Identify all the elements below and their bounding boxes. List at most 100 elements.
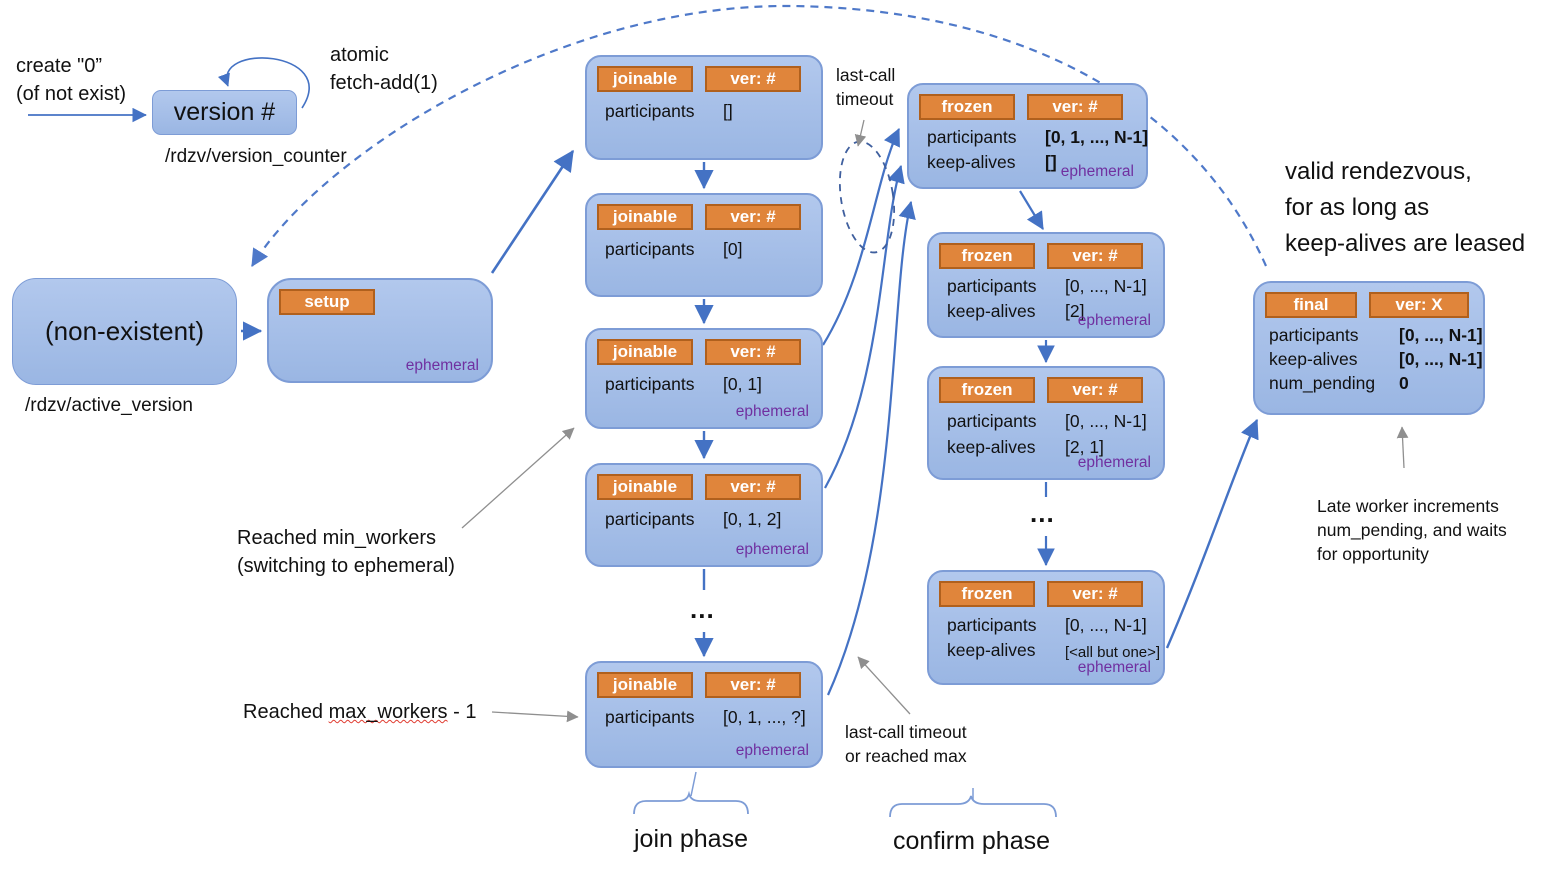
- valid-rendezvous-line2: for as long as: [1285, 194, 1430, 221]
- state-badge: frozen: [939, 581, 1035, 607]
- version-badge: ver: #: [1027, 94, 1123, 120]
- join-phase-label: join phase: [634, 825, 748, 853]
- row-value: []: [1045, 152, 1057, 172]
- row-value: [0, ..., N-1]: [1065, 615, 1147, 635]
- final-state-box: final ver: X participants [0, ..., N-1] …: [1253, 281, 1485, 415]
- atomic-line1: atomic: [330, 44, 389, 66]
- arrow-frozen1-to-frozen2: [1019, 190, 1044, 230]
- confirm-phase-brace: [889, 795, 1057, 818]
- row-key: keep-alives: [947, 437, 1036, 457]
- create-zero-line1: create "0”: [16, 55, 103, 77]
- joinable-box-3: joinable ver: # participants [0, 1] ephe…: [585, 328, 823, 429]
- badges-row: final ver: X: [1265, 292, 1473, 318]
- row-key: participants: [947, 276, 1037, 296]
- min-workers-line2: (switching to ephemeral): [237, 555, 455, 577]
- row-value: [0, ..., N-1]: [1399, 349, 1483, 369]
- min-workers-line1: Reached min_workers: [237, 527, 436, 549]
- version-badge: ver: X: [1369, 292, 1469, 318]
- state-badge: joinable: [597, 474, 693, 500]
- version-badge: ver: #: [705, 672, 801, 698]
- join-phase-brace: [633, 790, 749, 815]
- version-badge: ver: #: [705, 204, 801, 230]
- row-key: participants: [927, 127, 1017, 147]
- row-value: [0, 1, 2]: [723, 509, 782, 529]
- state-badge: joinable: [597, 204, 693, 230]
- last-call-timeout-ellipse: [838, 140, 896, 254]
- frozen-box-3: frozen ver: # participants [0, ..., N-1]…: [927, 366, 1165, 480]
- participants-row: participants [0, ..., N-1]: [939, 276, 1153, 297]
- keep-alives-row: keep-alives [0, ..., N-1]: [1265, 349, 1483, 370]
- badges-row: frozen ver: #: [939, 377, 1153, 403]
- joinable-box-1: joinable ver: # participants []: [585, 55, 823, 160]
- row-value: 0: [1399, 373, 1409, 393]
- max-workers-label: Reached max_workers - 1: [243, 698, 476, 726]
- min-workers-label: Reached min_workers (switching to epheme…: [237, 524, 455, 580]
- atomic-line2: fetch-add(1): [330, 72, 438, 94]
- row-value: [0, 1]: [723, 374, 762, 394]
- frozen-box-1: frozen ver: # participants [0, 1, ..., N…: [907, 83, 1148, 189]
- arrow-joinable4-to-frozen: [824, 164, 905, 489]
- ephemeral-label: ephemeral: [1077, 312, 1151, 329]
- last-call-timeout-bottom-label: last-call timeout or reached max: [845, 720, 967, 768]
- row-key: keep-alives: [1269, 349, 1358, 369]
- participants-row: participants [0, 1, 2]: [597, 509, 811, 530]
- valid-rendezvous-line1: valid rendezvous,: [1285, 158, 1472, 185]
- arrow-joinable3-to-frozen: [822, 128, 900, 346]
- arrow-late-worker-label: [1396, 426, 1409, 469]
- keep-alives-row: keep-alives []: [919, 152, 1136, 173]
- joinable-box-4: joinable ver: # participants [0, 1, 2] e…: [585, 463, 823, 567]
- create-zero-label: create "0” (of not exist): [16, 52, 126, 108]
- last-call-timeout-top-label: last-call timeout: [836, 63, 895, 111]
- badges-row: frozen ver: #: [939, 243, 1153, 269]
- badges-row: frozen ver: #: [939, 581, 1153, 607]
- late-worker-line1: Late worker increments: [1317, 496, 1499, 516]
- state-badge: frozen: [939, 377, 1035, 403]
- row-key: num_pending: [1269, 373, 1376, 393]
- row-key: participants: [605, 101, 695, 121]
- row-value: [0]: [723, 239, 743, 259]
- nonexistent-label: (non-existent): [45, 316, 204, 346]
- badges-row: joinable ver: #: [597, 204, 811, 230]
- frozen-box-4: frozen ver: # participants [0, ..., N-1]…: [927, 570, 1165, 685]
- participants-row: participants [0, ..., N-1]: [939, 411, 1153, 432]
- badges-row: frozen ver: #: [919, 94, 1136, 120]
- ephemeral-label: ephemeral: [1077, 659, 1151, 676]
- row-value: []: [723, 101, 733, 121]
- row-key: participants: [1269, 325, 1359, 345]
- row-value: [0, 1, ..., N-1]: [1045, 127, 1149, 147]
- row-value: [2]: [1065, 301, 1085, 321]
- frozen-box-2: frozen ver: # participants [0, ..., N-1]…: [927, 232, 1165, 338]
- ephemeral-label: ephemeral: [1060, 163, 1134, 180]
- participants-row: participants [0, ..., N-1]: [1265, 325, 1483, 346]
- version-badge: ver: #: [705, 339, 801, 365]
- last-call-top-line1: last-call: [836, 65, 896, 85]
- joinable-box-5: joinable ver: # participants [0, 1, ...,…: [585, 661, 823, 768]
- num-pending-row: num_pending 0: [1265, 373, 1473, 394]
- row-value: [0, ..., N-1]: [1065, 411, 1147, 431]
- active-version-path: /rdzv/active_version: [25, 395, 193, 416]
- version-counter-path: /rdzv/version_counter: [165, 146, 347, 167]
- state-badge: frozen: [919, 94, 1015, 120]
- version-badge: ver: #: [1047, 377, 1143, 403]
- ephemeral-label: ephemeral: [735, 742, 809, 759]
- atomic-fetch-add-label: atomic fetch-add(1): [330, 41, 438, 97]
- row-value: [0, ..., N-1]: [1399, 325, 1483, 345]
- max-workers-underlined: max_workers: [328, 701, 448, 723]
- last-call-bottom-line2: or reached max: [845, 746, 967, 766]
- arrow-last-call-label-bottom: [857, 656, 911, 715]
- badges-row: joinable ver: #: [597, 66, 811, 92]
- state-badge: joinable: [597, 672, 693, 698]
- last-call-bottom-line1: last-call timeout: [845, 722, 967, 742]
- row-key: participants: [605, 707, 695, 727]
- max-workers-suffix: - 1: [447, 701, 477, 723]
- version-counter-label: version #: [173, 98, 276, 126]
- version-badge: ver: #: [705, 66, 801, 92]
- row-value: [0, ..., N-1]: [1065, 276, 1147, 296]
- ephemeral-label: ephemeral: [405, 357, 479, 374]
- row-key: keep-alives: [947, 640, 1036, 660]
- keep-alives-row: keep-alives [2]: [939, 301, 1153, 322]
- version-badge: ver: #: [705, 474, 801, 500]
- last-call-top-line2: timeout: [836, 89, 894, 109]
- row-value: [<all but one>]: [1065, 644, 1161, 661]
